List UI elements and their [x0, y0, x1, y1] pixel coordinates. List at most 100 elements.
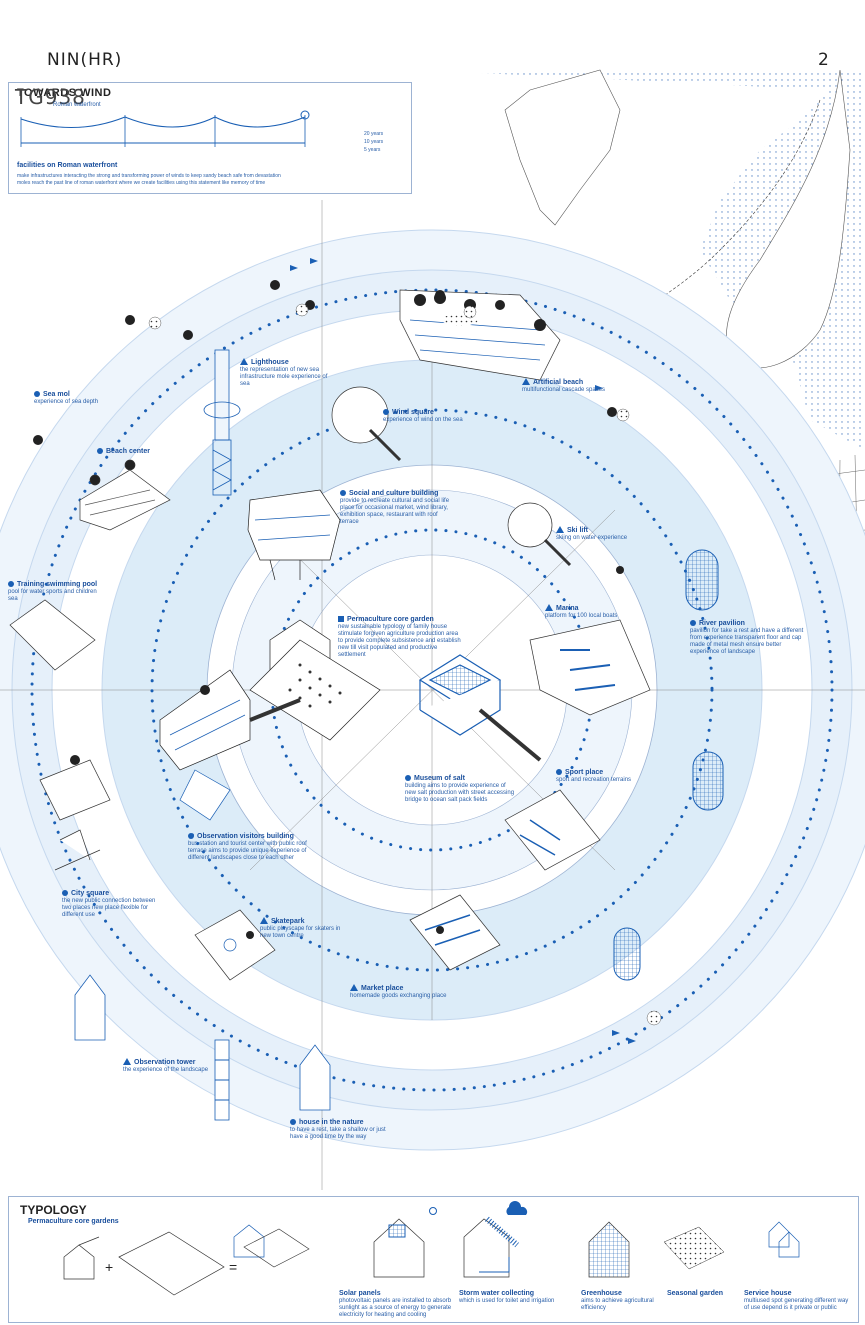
typology-item-text: aims to achieve agricultural efficiency: [581, 1298, 654, 1311]
social-culture-building-model: [247, 489, 341, 581]
storm-house-shape: [463, 1218, 510, 1278]
observation-tower-model: [214, 1039, 230, 1121]
label-ski-lift: Ski lift skiing on water experience: [556, 526, 636, 542]
skatepark-model: [194, 909, 276, 981]
dot-icon: [556, 769, 562, 775]
typology-item-title: Seasonal garden: [667, 1290, 724, 1297]
label-marina: Marina platform for 100 local boats: [545, 604, 635, 620]
observation-visitors-building-model: [159, 669, 301, 821]
label-text: sport and recreation terrains: [556, 777, 632, 783]
plus-sign: +: [105, 1259, 114, 1275]
typology-item-text: which is used for toilet and irrigation: [459, 1298, 555, 1304]
label-house-nature: house in the nature to have a rest, take…: [290, 1118, 390, 1141]
label-title: Lighthouse: [251, 359, 289, 366]
triangle-icon: [240, 358, 248, 365]
service-house-shape: [768, 1221, 800, 1258]
training-swimming-pool-model: [9, 599, 96, 671]
typology-seasonal-garden: Seasonal garden: [667, 1289, 737, 1298]
dot-icon: [62, 890, 68, 896]
label-river-pavilion: River pavilion pavilion for take a rest …: [690, 619, 810, 656]
typology-item-title: Storm water collecting: [459, 1290, 535, 1297]
cloud-icon: [506, 1201, 528, 1215]
garden-plot-shape: [118, 1231, 225, 1296]
label-text: new sustainable typology of family house…: [338, 624, 461, 658]
label-text: the representation of new sea infrastruc…: [240, 367, 328, 387]
label-text: public playscape for skaters in new town…: [260, 926, 341, 939]
label-lighthouse: Lighthouse the representation of new sea…: [240, 358, 330, 388]
dot-icon: [690, 620, 696, 626]
typology-greenhouse: Greenhouse aims to achieve agricultural …: [581, 1289, 661, 1312]
equals-sign: =: [229, 1259, 238, 1275]
dot-icon: [188, 833, 194, 839]
label-title: Sport place: [565, 769, 604, 776]
waterfront-section-drawing: [20, 110, 310, 147]
label-title: Beach center: [106, 448, 150, 455]
triangle-icon: [260, 917, 268, 924]
label-skatepark: Skatepark public playscape for skaters i…: [260, 917, 350, 940]
greenhouse-shape: [588, 1221, 630, 1278]
label-title: Ski lift: [567, 527, 589, 534]
house-icon: [338, 616, 344, 622]
label-title: Observation tower: [134, 1059, 196, 1066]
label-artificial-beach: Artificial beach multifunctional cascade…: [522, 378, 622, 394]
year-10: 10 years: [364, 139, 384, 145]
project-code: TG938: [15, 85, 86, 109]
label-text: multifunctional cascade spaces: [522, 387, 606, 393]
market-place-model: [409, 894, 501, 971]
label-market-place: Market place homemade goods exchanging p…: [350, 984, 460, 1000]
typology-item-title: Service house: [744, 1290, 792, 1297]
label-text: building aims to provide experience of n…: [405, 783, 515, 803]
house-in-nature-model: [74, 974, 331, 1111]
triangle-icon: [556, 526, 564, 533]
triangle-icon: [522, 378, 530, 385]
label-title: Sea mol: [43, 391, 70, 398]
label-observation-tower: Observation tower the experience of the …: [123, 1058, 223, 1074]
year-20: 20 years: [364, 131, 384, 137]
typology-item-title: Solar panels: [339, 1290, 381, 1297]
label-text: skiing on water experience: [556, 535, 628, 541]
label-sport-place: Sport place sport and recreation terrain…: [556, 768, 656, 784]
flags: [290, 258, 636, 1044]
river-pavilion-models: [613, 549, 724, 981]
dot-icon: [340, 490, 346, 496]
seasonal-garden-shape: [663, 1226, 725, 1270]
city-square-model: [39, 759, 111, 871]
typology-panel: TYPOLOGY Permaculture core gardens + = S…: [8, 1196, 859, 1323]
wind-square-model: [331, 386, 402, 462]
dotted-route-outer: [30, 288, 834, 1092]
triangle-icon: [350, 984, 358, 991]
dot-icon: [383, 409, 389, 415]
project-title: NIN(HR): [47, 50, 123, 70]
wind-panel-title: TOWARDS WIND: [17, 87, 112, 99]
label-city-square: City square the new public connection be…: [62, 889, 162, 919]
label-title: Permaculture core garden: [347, 616, 434, 623]
typology-title: TYPOLOGY: [20, 1203, 87, 1217]
dot-icon: [8, 581, 14, 587]
hatched-trees: [148, 303, 662, 1026]
label-museum-salt: Museum of salt building aims to provide …: [405, 774, 515, 804]
dot-icon: [97, 448, 103, 454]
label-title: Museum of salt: [414, 775, 465, 782]
typology-item-text: multiused spot generating different way …: [744, 1298, 849, 1311]
label-wind-square: Wind square experience of wind on the se…: [383, 408, 483, 424]
sport-place-model: [504, 789, 601, 871]
label-title: Market place: [361, 985, 404, 992]
label-title: Artificial beach: [533, 379, 584, 386]
marina-model: [529, 619, 651, 716]
typology-subtitle: Permaculture core gardens: [28, 1218, 119, 1225]
dot-icon: [405, 775, 411, 781]
label-title: Training swimming pool: [17, 581, 98, 588]
label-text: the new public connection between two pl…: [62, 898, 156, 918]
dashed-path: [609, 99, 821, 331]
dotted-route-middle: [150, 408, 714, 972]
label-title: Observation visitors building: [197, 833, 294, 840]
label-text: experience of wind on the sea: [383, 417, 463, 423]
label-title: Skatepark: [271, 918, 305, 925]
sun-icon: [429, 1207, 437, 1215]
solar-house-shape: [373, 1218, 425, 1278]
wind-panel-heading: facilities on Roman waterfront: [17, 162, 118, 169]
dot-icon: [34, 391, 40, 397]
page-number: 2: [818, 50, 830, 70]
triangle-icon: [545, 604, 553, 611]
year-5: 5 years: [364, 147, 381, 153]
